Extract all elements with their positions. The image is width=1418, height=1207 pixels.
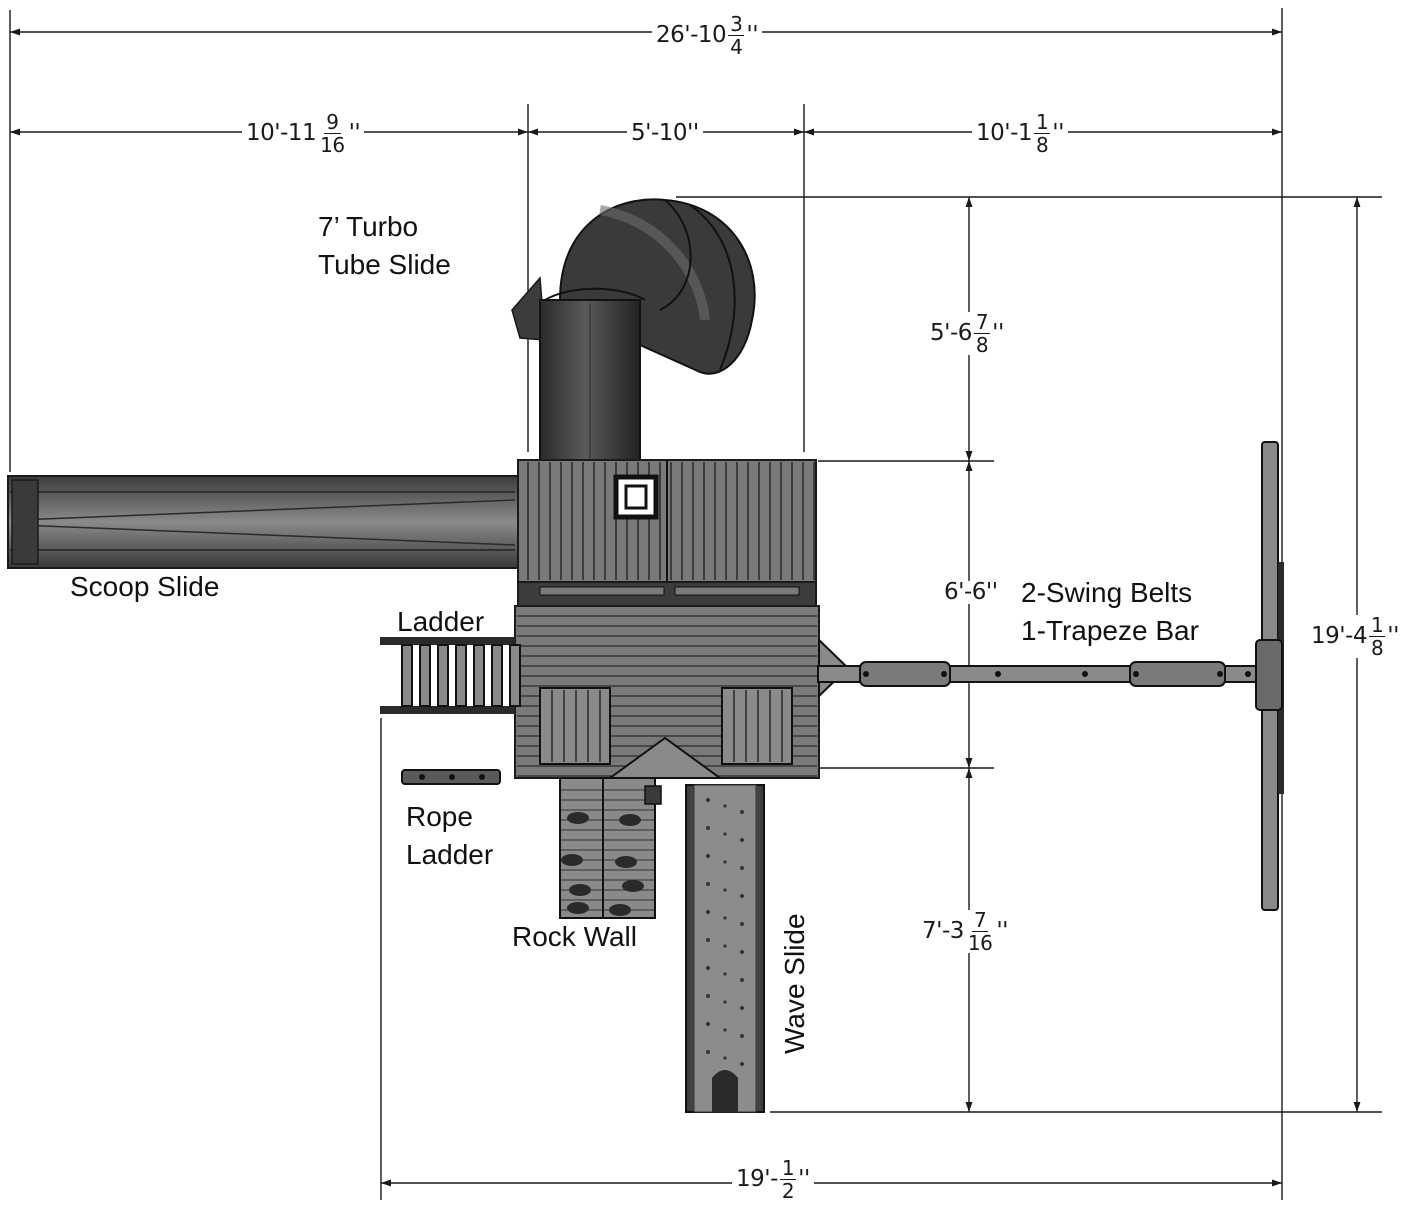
dim-unit: '' (798, 1166, 810, 1192)
rope-ladder (401, 769, 501, 785)
rock-wall (559, 777, 662, 919)
callout-wave-slide: Wave Slide (776, 913, 814, 1054)
wave-slide (685, 784, 765, 1113)
dim-unit: '' (1052, 120, 1064, 146)
dim-unit: '' (992, 320, 1004, 346)
callout-ladder: Ladder (397, 603, 484, 641)
callout-swing-belts: 2-Swing Belts 1-Trapeze Bar (1021, 574, 1199, 650)
dim-unit: '' (348, 120, 361, 146)
callout-line: 7’ Turbo (318, 211, 419, 242)
callout-rope-ladder: Rope Ladder (406, 798, 493, 874)
callout-line: Wave Slide (779, 913, 810, 1054)
upper-deck (517, 459, 817, 607)
dim-unit: '' (746, 22, 759, 48)
callout-line: Rock Wall (512, 921, 637, 952)
dim-whole: 26'-10 (656, 22, 727, 48)
dim-whole: 19'-4 (1311, 623, 1368, 649)
callout-line: Scoop Slide (70, 571, 220, 602)
dim-whole: 19'- (736, 1166, 778, 1192)
callout-line: 1-Trapeze Bar (1021, 614, 1199, 646)
a-frame (1255, 441, 1284, 911)
dim-whole: 10'-1 (976, 120, 1033, 146)
lower-deck (514, 605, 850, 779)
callout-line: Rope (406, 801, 473, 832)
dim-whole: 10'-11 (246, 120, 317, 146)
dim-whole: 6'-6'' (944, 579, 998, 605)
turbo-tube-slide (511, 198, 756, 461)
dim-center-width: 5'-10'' (627, 122, 703, 145)
swing-beam (817, 661, 1267, 687)
dim-unit: '' (996, 918, 1008, 944)
dim-whole: 5'-6 (930, 320, 972, 346)
callout-line: 2-Swing Belts (1021, 577, 1193, 608)
dim-whole: 7'-3 (922, 918, 964, 944)
callout-turbo-tube-slide: 7’ Turbo Tube Slide (318, 208, 451, 284)
callout-line: Ladder (397, 606, 485, 637)
callout-line: Ladder (406, 838, 494, 870)
dim-middle-depth: 6'-6'' (940, 581, 1002, 604)
callout-line: Tube Slide (318, 248, 451, 280)
extension-lines (9, 8, 1382, 1200)
callout-scoop-slide: Scoop Slide (70, 568, 219, 606)
dim-whole: 5'-10'' (631, 120, 699, 146)
scoop-slide (7, 475, 524, 569)
dim-unit: '' (1387, 623, 1399, 649)
ladder (380, 637, 521, 714)
callout-rock-wall: Rock Wall (512, 918, 637, 956)
